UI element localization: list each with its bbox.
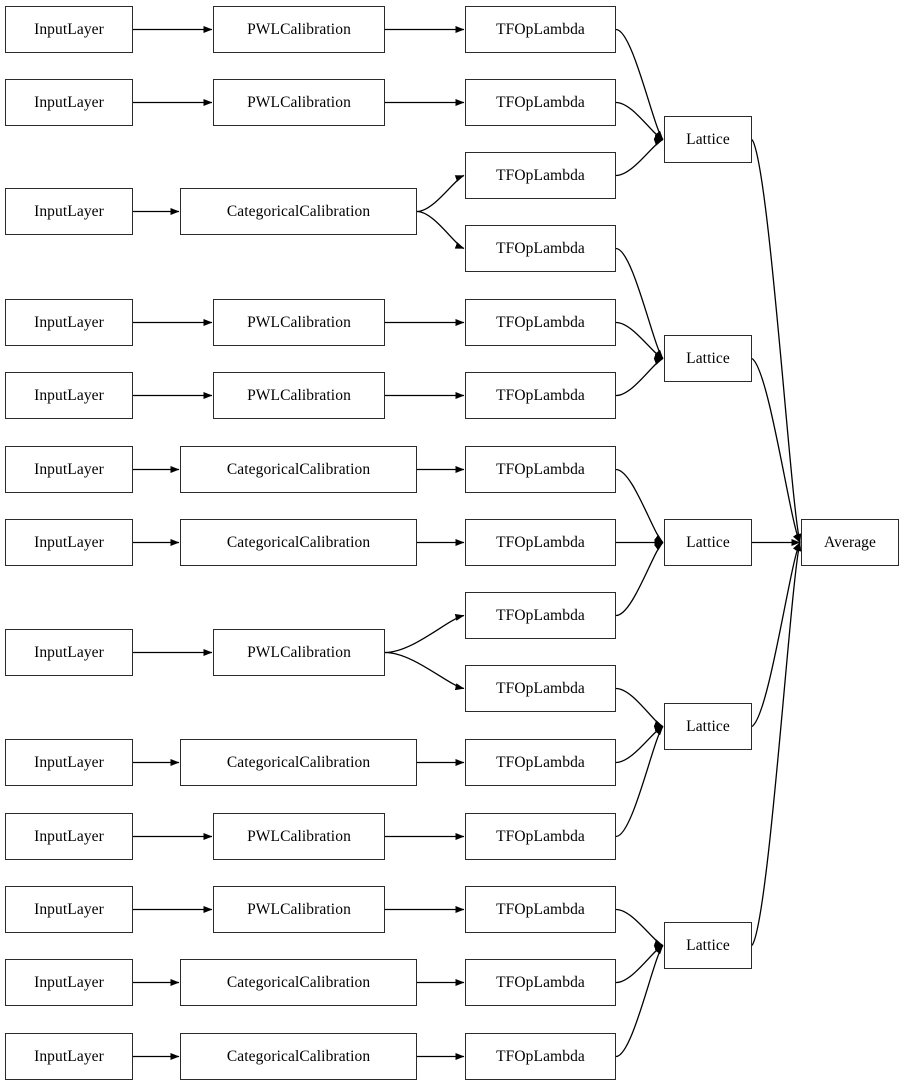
graph-node-label: Lattice [686, 936, 730, 954]
graph-node-in2[interactable]: InputLayer [5, 79, 133, 126]
graph-node-in3[interactable]: InputLayer [5, 188, 133, 235]
graph-node-label: Lattice [686, 130, 730, 148]
graph-node-label: Lattice [686, 717, 730, 735]
graph-node-avg[interactable]: Average [801, 519, 899, 566]
graph-node-lat2[interactable]: Lattice [664, 335, 752, 382]
graph-node-label: Average [823, 533, 877, 551]
graph-node-op4[interactable]: TFOpLambda [465, 225, 616, 272]
graph-node-cal6[interactable]: CategoricalCalibration [180, 446, 417, 493]
graph-node-lat4[interactable]: Lattice [664, 703, 752, 750]
graph-node-label: PWLCalibration [247, 20, 351, 38]
graph-node-in10[interactable]: InputLayer [5, 813, 133, 860]
graph-node-label: TFOpLambda [496, 679, 585, 697]
graph-node-label: PWLCalibration [247, 313, 351, 331]
graph-node-op14[interactable]: TFOpLambda [465, 959, 616, 1006]
graph-node-label: InputLayer [34, 20, 104, 38]
graph-node-label: PWLCalibration [247, 93, 351, 111]
graph-node-label: InputLayer [34, 973, 104, 991]
graph-node-cal10[interactable]: PWLCalibration [213, 813, 385, 860]
graph-node-op13[interactable]: TFOpLambda [465, 886, 616, 933]
graph-node-cal8[interactable]: PWLCalibration [213, 629, 385, 676]
graph-node-lat5[interactable]: Lattice [664, 922, 752, 969]
graph-node-label: TFOpLambda [496, 20, 585, 38]
graph-node-label: CategoricalCalibration [226, 202, 371, 220]
graph-node-label: PWLCalibration [247, 643, 351, 661]
graph-node-op15[interactable]: TFOpLambda [465, 1033, 616, 1080]
graph-node-cal13[interactable]: CategoricalCalibration [180, 1033, 417, 1080]
graph-node-lat3[interactable]: Lattice [664, 519, 752, 566]
graph-node-label: TFOpLambda [496, 313, 585, 331]
graph-node-in8[interactable]: InputLayer [5, 629, 133, 676]
graph-node-label: InputLayer [34, 313, 104, 331]
graph-node-label: TFOpLambda [496, 93, 585, 111]
graph-node-op12[interactable]: TFOpLambda [465, 813, 616, 860]
graph-node-label: PWLCalibration [247, 386, 351, 404]
graph-node-in11[interactable]: InputLayer [5, 886, 133, 933]
graph-node-label: Lattice [686, 533, 730, 551]
graph-node-label: PWLCalibration [247, 827, 351, 845]
graph-node-label: PWLCalibration [247, 900, 351, 918]
graph-node-label: Lattice [686, 349, 730, 367]
graph-node-op3[interactable]: TFOpLambda [465, 152, 616, 199]
graph-node-cal2[interactable]: PWLCalibration [213, 79, 385, 126]
graph-node-label: TFOpLambda [496, 460, 585, 478]
graph-node-label: CategoricalCalibration [226, 1047, 371, 1065]
graph-node-label: CategoricalCalibration [226, 973, 371, 991]
graph-node-op9[interactable]: TFOpLambda [465, 592, 616, 639]
graph-node-cal4[interactable]: PWLCalibration [213, 299, 385, 346]
graph-node-label: InputLayer [34, 93, 104, 111]
graph-node-label: TFOpLambda [496, 1047, 585, 1065]
graph-node-cal9[interactable]: CategoricalCalibration [180, 739, 417, 786]
graph-node-label: TFOpLambda [496, 533, 585, 551]
graph-node-op8[interactable]: TFOpLambda [465, 519, 616, 566]
graph-node-in4[interactable]: InputLayer [5, 299, 133, 346]
graph-node-op5[interactable]: TFOpLambda [465, 299, 616, 346]
graph-node-in7[interactable]: InputLayer [5, 519, 133, 566]
graph-node-label: InputLayer [34, 1047, 104, 1065]
graph-node-label: TFOpLambda [496, 900, 585, 918]
graph-node-op7[interactable]: TFOpLambda [465, 446, 616, 493]
graph-node-in9[interactable]: InputLayer [5, 739, 133, 786]
graph-node-cal12[interactable]: CategoricalCalibration [180, 959, 417, 1006]
graph-node-in13[interactable]: InputLayer [5, 1033, 133, 1080]
graph-node-label: TFOpLambda [496, 166, 585, 184]
graph-node-in12[interactable]: InputLayer [5, 959, 133, 1006]
graph-node-cal7[interactable]: CategoricalCalibration [180, 519, 417, 566]
graph-node-cal5[interactable]: PWLCalibration [213, 372, 385, 419]
graph-node-label: CategoricalCalibration [226, 753, 371, 771]
graph-node-label: InputLayer [34, 386, 104, 404]
graph-node-label: TFOpLambda [496, 386, 585, 404]
graph-node-label: InputLayer [34, 533, 104, 551]
graph-node-label: InputLayer [34, 827, 104, 845]
graph-node-op2[interactable]: TFOpLambda [465, 79, 616, 126]
graph-node-label: TFOpLambda [496, 973, 585, 991]
graph-node-in5[interactable]: InputLayer [5, 372, 133, 419]
graph-node-in6[interactable]: InputLayer [5, 446, 133, 493]
graph-node-label: InputLayer [34, 202, 104, 220]
graph-node-label: TFOpLambda [496, 753, 585, 771]
graph-node-label: TFOpLambda [496, 606, 585, 624]
graph-node-in1[interactable]: InputLayer [5, 6, 133, 53]
graph-node-label: InputLayer [34, 900, 104, 918]
graph-node-label: InputLayer [34, 460, 104, 478]
graph-node-op1[interactable]: TFOpLambda [465, 6, 616, 53]
graph-node-op11[interactable]: TFOpLambda [465, 739, 616, 786]
graph-node-label: CategoricalCalibration [226, 533, 371, 551]
graph-node-cal11[interactable]: PWLCalibration [213, 886, 385, 933]
graph-node-label: TFOpLambda [496, 827, 585, 845]
graph-node-op6[interactable]: TFOpLambda [465, 372, 616, 419]
graph-node-op10[interactable]: TFOpLambda [465, 665, 616, 712]
graph-node-label: CategoricalCalibration [226, 460, 371, 478]
graph-node-cal1[interactable]: PWLCalibration [213, 6, 385, 53]
graph-node-lat1[interactable]: Lattice [664, 116, 752, 163]
graph-node-cal3[interactable]: CategoricalCalibration [180, 188, 417, 235]
graph-node-label: TFOpLambda [496, 239, 585, 257]
graph-node-label: InputLayer [34, 643, 104, 661]
graph-node-label: InputLayer [34, 753, 104, 771]
